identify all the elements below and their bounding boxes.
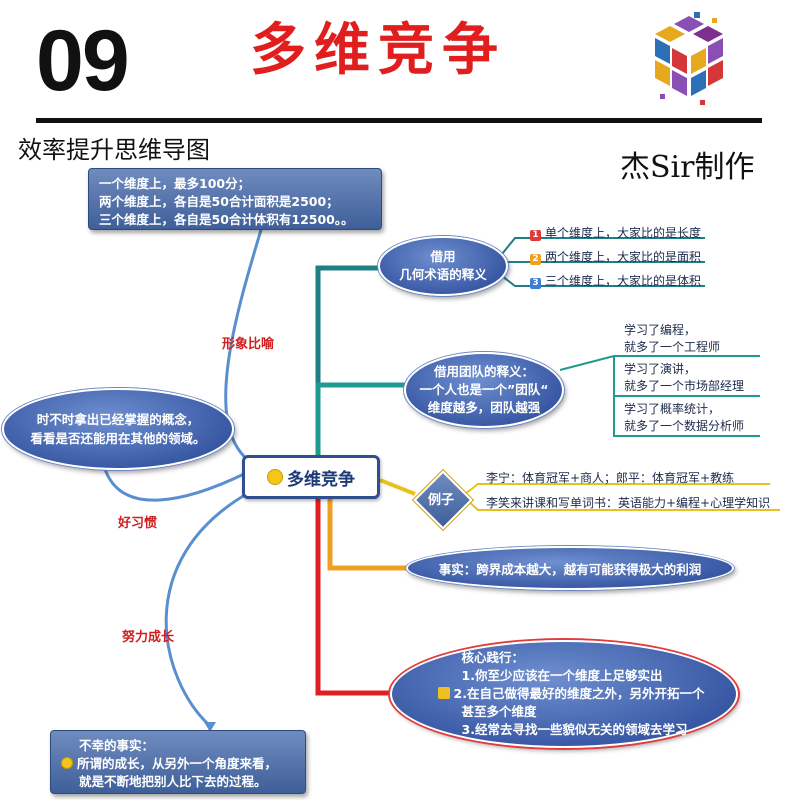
habit-line-2: 看看是否还能用在其他的领域。	[30, 431, 206, 446]
core-ellipse: 核心践行： 1.你至少应该在一个维度上足够实出 2.在自己做得最好的维度之外，另…	[390, 640, 738, 748]
branch-core-line	[315, 498, 395, 696]
central-topic-label: 多维竞争	[287, 469, 355, 490]
metaphor-box: 一个维度上，最多100分； 两个维度上，各自是50合计面积是2500； 三个维度…	[88, 168, 382, 230]
geometry-item-3: 3 三个维度上，大家比的是体积	[530, 272, 701, 289]
fact-ellipse: 事实：跨界成本越大，越有可能获得极大的利润	[406, 546, 734, 590]
number-badge-icon: 2	[530, 254, 541, 265]
team-item-2: 学习了演讲， 就多了一个市场部经理	[624, 361, 744, 395]
growth-line-1: 不幸的事实：	[79, 738, 155, 753]
branch-example-line	[379, 478, 416, 496]
example-diamond: 例子	[413, 470, 473, 530]
relation-habit: 好习惯	[118, 516, 158, 531]
geometry-item-3-text: 三个维度上，大家比的是体积	[545, 274, 702, 288]
core-line-2: 1.你至少应该在一个维度上足够实出	[461, 668, 663, 683]
example-item-2: 李笑来讲课和写单词书：英语能力+编程+心理学知识	[486, 496, 771, 510]
team-item-2-line-2: 就多了一个市场部经理	[624, 379, 745, 393]
core-line-3: 2.在自己做得最好的维度之外，另外开拓一个	[453, 686, 705, 701]
geometry-item-2: 2 两个维度上，大家比的是面积	[530, 248, 701, 265]
team-item-2-line-1: 学习了演讲，	[624, 362, 697, 376]
geometry-line-1: 借用	[430, 249, 456, 264]
curve-growth	[164, 490, 251, 728]
geometry-item-line-3	[501, 275, 705, 287]
example-label: 例子	[427, 492, 454, 508]
team-item-3: 学习了概率统计， 就多了一个数据分析师	[624, 401, 744, 435]
team-line-2: 一个人也是一个”团队“	[419, 382, 549, 397]
habit-line-1: 时不时拿出已经掌握的概念，	[36, 412, 200, 427]
team-item-3-line-2: 就多了一个数据分析师	[624, 419, 745, 433]
number-badge-icon: 1	[530, 230, 541, 241]
growth-line-3: 就是不断地把别人比下去的过程。	[79, 774, 267, 789]
metaphor-line-2: 两个维度上，各自是50合计面积是2500；	[99, 194, 339, 209]
curve-metaphor	[224, 199, 272, 462]
smile-icon	[267, 469, 283, 485]
geometry-item-2-text: 两个维度上，大家比的是面积	[545, 250, 702, 264]
growth-box: 不幸的事实： 所谓的成长，从另外一个角度来看， 就是不断地把别人比下去的过程。	[50, 730, 306, 794]
habit-ellipse: 时不时拿出已经掌握的概念， 看看是否还能用在其他的领域。	[2, 388, 234, 470]
fact-text: 事实：跨界成本越大，越有可能获得极大的利润	[438, 561, 702, 577]
author-signature: 杰Sir制作	[620, 150, 755, 185]
geometry-item-line-1	[501, 237, 705, 255]
team-item-1: 学习了编程， 就多了一个工程师	[624, 322, 720, 356]
page-title: 多维竞争	[250, 17, 506, 83]
cube-logo	[655, 12, 723, 105]
core-line-5: 3.经常去寻找一些貌似无关的领域去学习	[461, 722, 688, 737]
central-topic: 多维竞争	[242, 455, 380, 499]
metaphor-line-1: 一个维度上，最多100分；	[99, 176, 251, 191]
branch-geometry-line	[315, 265, 380, 470]
relation-growth: 努力成长	[122, 630, 175, 645]
team-item-line-3	[613, 356, 760, 437]
number-badge-icon: 3	[530, 278, 541, 289]
team-item-3-line-1: 学习了概率统计，	[624, 402, 721, 416]
branch-team-line	[315, 382, 408, 470]
team-item-1-line-2: 就多了一个工程师	[624, 340, 721, 354]
geometry-ellipse: 借用 几何术语的释义	[378, 236, 508, 296]
team-line-3: 维度越多，团队越强	[427, 400, 541, 415]
example-item-line-1	[464, 483, 770, 495]
relation-metaphor: 形象比喻	[222, 337, 275, 352]
team-ellipse: 借用团队的释义： 一个人也是一个”团队“ 维度越多，团队越强	[404, 352, 564, 428]
core-line-4: 甚至多个维度	[461, 704, 537, 719]
trophy-icon	[437, 687, 450, 699]
geometry-line-2: 几何术语的释义	[399, 267, 487, 282]
page-subtitle: 效率提升思维导图	[18, 136, 210, 164]
geometry-item-1-text: 单个维度上，大家比的是长度	[545, 226, 702, 240]
team-item-1-line-1: 学习了编程，	[624, 323, 697, 337]
metaphor-line-3: 三个维度上，各自是50合计体积有12500。。	[99, 212, 354, 227]
branch-fact-line	[327, 498, 410, 571]
chapter-number: 09	[36, 13, 130, 109]
growth-line-2: 所谓的成长，从另外一个角度来看，	[77, 756, 278, 771]
smile-icon	[61, 757, 73, 769]
example-item-1: 李宁：体育冠军+商人；郎平：体育冠军+教练	[486, 471, 735, 485]
core-line-1: 核心践行：	[461, 650, 525, 665]
curve-habit	[102, 465, 245, 502]
team-line-1: 借用团队的释义：	[433, 364, 534, 379]
header-divider	[36, 118, 762, 123]
geometry-item-1: 1 单个维度上，大家比的是长度	[530, 224, 701, 241]
